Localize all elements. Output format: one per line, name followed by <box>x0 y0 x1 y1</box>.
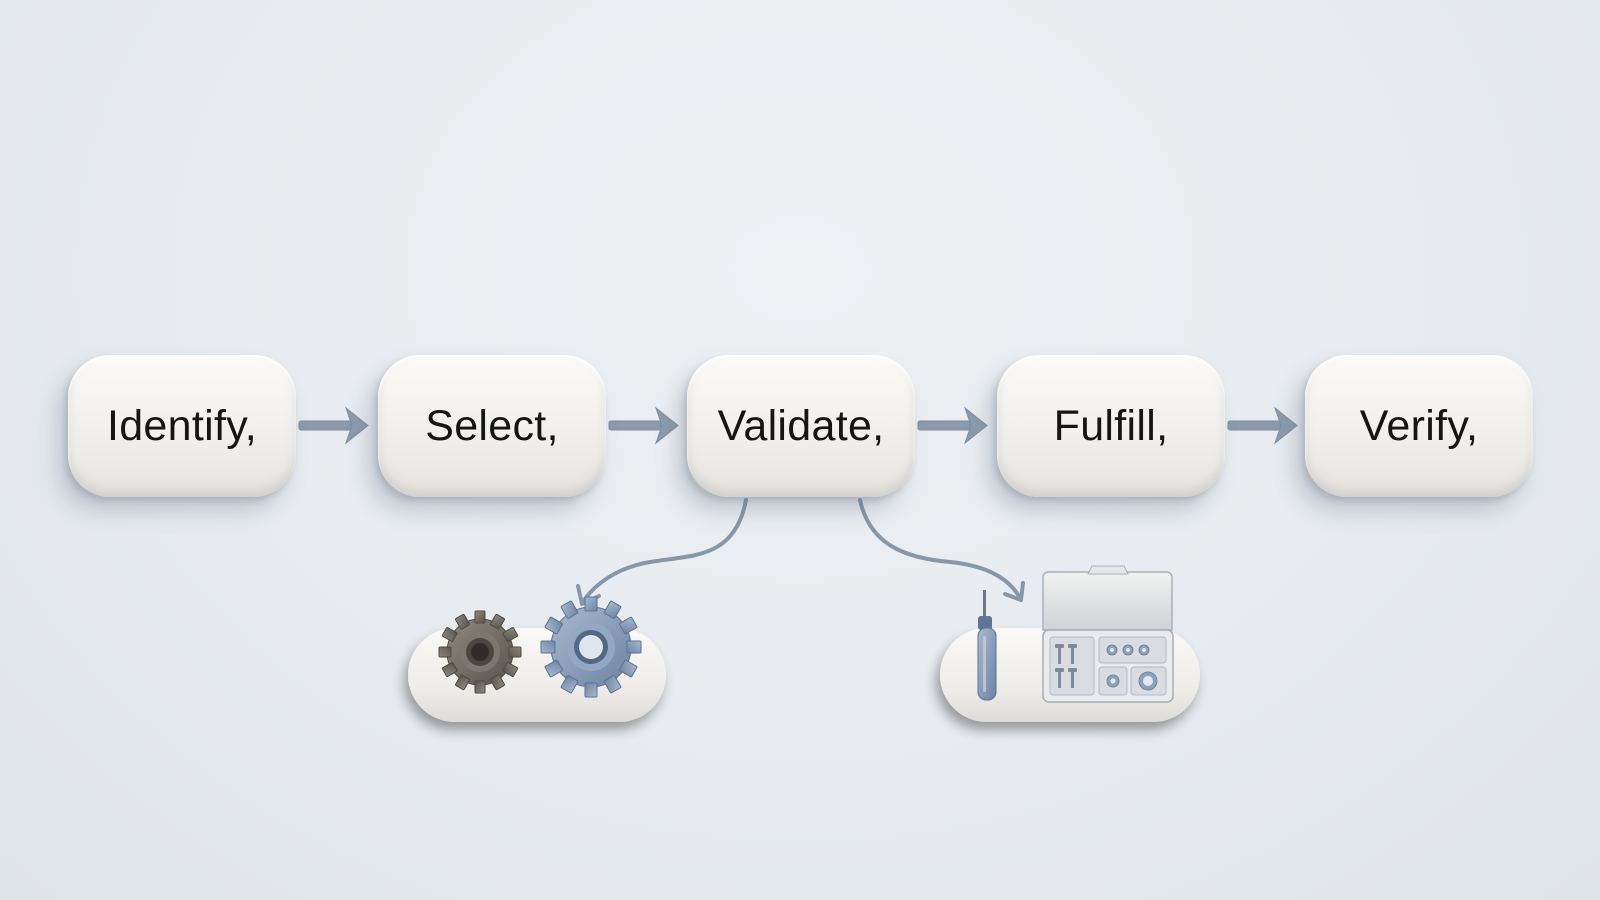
step-label: Fulfill, <box>1053 401 1169 450</box>
gear-icon <box>540 596 642 698</box>
branch-arrow-right <box>858 498 1025 602</box>
step-verify: Verify, <box>1305 355 1533 497</box>
branch-arrow-left <box>576 498 748 606</box>
step-validate: Validate, <box>687 355 915 497</box>
step-fulfill: Fulfill, <box>997 355 1225 497</box>
arrow-1-2 <box>298 406 369 445</box>
arrow-3-4 <box>917 406 988 445</box>
tools-tray <box>940 565 1200 722</box>
step-label: Validate, <box>717 401 885 450</box>
gears-tray <box>408 596 666 722</box>
arrow-2-3 <box>608 406 679 445</box>
gear-icon <box>438 610 522 694</box>
screwdriver-icon <box>977 590 997 701</box>
step-label: Select, <box>425 401 559 450</box>
step-select: Select, <box>378 355 606 497</box>
step-identify: Identify, <box>68 355 296 497</box>
parts-box-icon <box>1042 565 1174 703</box>
step-label: Verify, <box>1359 401 1479 450</box>
step-label: Identify, <box>106 401 258 450</box>
arrow-4-5 <box>1227 406 1298 445</box>
